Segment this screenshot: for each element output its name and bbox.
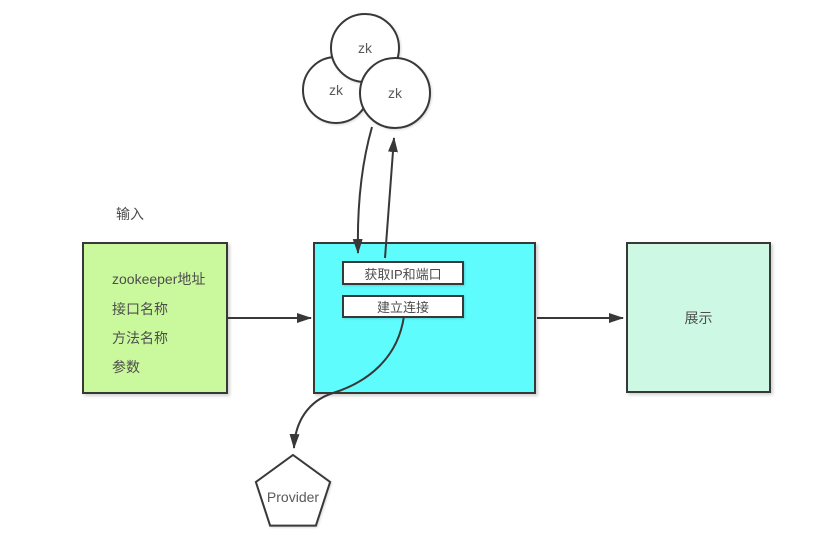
zk-label-top: zk bbox=[358, 40, 372, 56]
display-label: 展示 bbox=[684, 309, 713, 326]
step-establish-connection: 建立连接 bbox=[342, 295, 464, 318]
process-node: 获取IP和端口 建立连接 bbox=[313, 242, 536, 394]
input-field-params: 参数 bbox=[112, 359, 140, 375]
zk-label-left: zk bbox=[329, 82, 343, 98]
zk-label-right: zk bbox=[388, 85, 402, 101]
input-node: zookeeper地址 接口名称 方法名称 参数 bbox=[82, 242, 228, 394]
provider-label: Provider bbox=[266, 489, 320, 505]
arrow-process-to-zk bbox=[384, 137, 398, 259]
input-field-interface-name: 接口名称 bbox=[112, 301, 168, 317]
input-field-method-name: 方法名称 bbox=[112, 330, 168, 346]
display-node: 展示 bbox=[626, 242, 771, 393]
input-title-label: 输入 bbox=[116, 206, 144, 222]
arrow-zk-to-process bbox=[352, 126, 373, 254]
input-field-zookeeper-address: zookeeper地址 bbox=[112, 271, 206, 287]
step-get-ip-port: 获取IP和端口 bbox=[342, 261, 464, 285]
